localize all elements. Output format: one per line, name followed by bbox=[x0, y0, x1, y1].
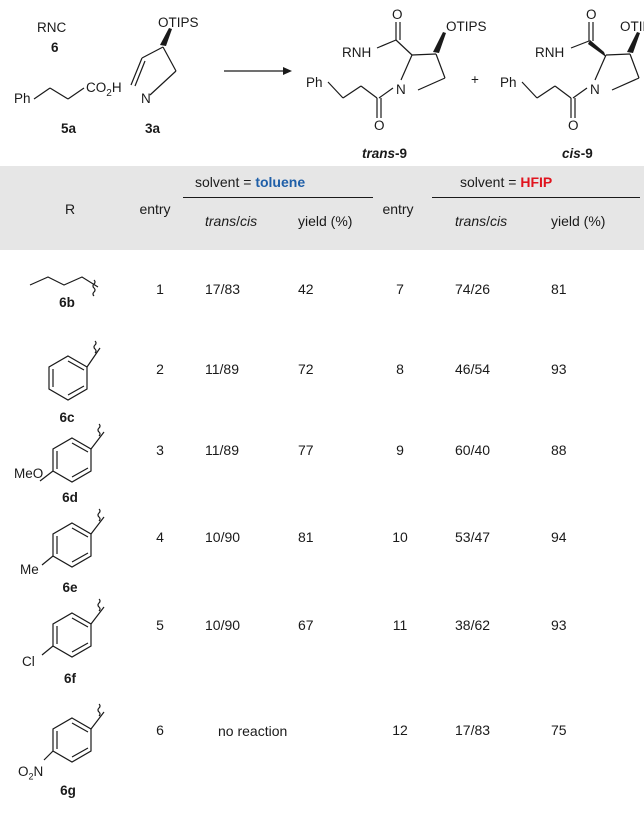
reaction-arrow bbox=[224, 67, 292, 75]
cis-o-top: O bbox=[586, 7, 597, 22]
header-rule-hfip bbox=[432, 197, 640, 198]
trans-rnh: RNH bbox=[342, 45, 371, 60]
cis-n: N bbox=[590, 82, 600, 97]
transcis-3: 11/89 bbox=[205, 442, 239, 458]
transcis-12: 17/83 bbox=[455, 722, 491, 738]
substituent-6d: MeO bbox=[14, 466, 44, 481]
entry-5: 5 bbox=[156, 617, 164, 633]
entry-10: 10 bbox=[392, 529, 408, 545]
reaction-scheme: RNC 6 Ph CO2H 5a OTIPS N 3a bbox=[14, 7, 644, 161]
trans-n: N bbox=[396, 82, 406, 97]
header-rule-toluene bbox=[183, 197, 373, 198]
plus-sign: + bbox=[471, 72, 479, 87]
cis-otips: OTIPS bbox=[620, 19, 644, 34]
trans-label: trans-9 bbox=[362, 146, 407, 161]
isocyanide-formula: RNC bbox=[37, 20, 66, 35]
structure-6b bbox=[29, 276, 99, 297]
acid-label: 5a bbox=[61, 121, 77, 136]
yield-11: 93 bbox=[551, 617, 567, 633]
entry-8: 8 bbox=[396, 361, 404, 377]
structure-6c bbox=[48, 340, 101, 401]
cis-product-structure bbox=[521, 22, 640, 118]
label-6f: 6f bbox=[63, 671, 76, 686]
transcis-11: 38/62 bbox=[455, 617, 491, 633]
transcis-4: 10/90 bbox=[205, 529, 241, 545]
cis-ph: Ph bbox=[500, 75, 517, 90]
no-reaction: no reaction bbox=[218, 723, 288, 739]
label-6d: 6d bbox=[62, 490, 78, 505]
label-6g: 6g bbox=[60, 783, 76, 798]
imine-n: N bbox=[141, 91, 151, 106]
imine-otips: OTIPS bbox=[158, 15, 199, 30]
yield-4: 81 bbox=[298, 529, 314, 545]
yield-12: 75 bbox=[551, 722, 567, 738]
structure-6d bbox=[39, 423, 105, 483]
transcis-10: 53/47 bbox=[455, 529, 491, 545]
entry-7: 7 bbox=[396, 281, 404, 297]
label-6e: 6e bbox=[62, 580, 78, 595]
imine-label: 3a bbox=[145, 121, 161, 136]
table-header: R entry solvent = toluene trans/cis yiel… bbox=[0, 166, 644, 250]
header-solvent-toluene: solvent = toluene bbox=[195, 174, 306, 190]
entry-4: 4 bbox=[156, 529, 164, 545]
yield-5: 67 bbox=[298, 617, 314, 633]
trans-product-structure bbox=[327, 22, 446, 118]
yield-7: 81 bbox=[551, 281, 567, 297]
acid-chain bbox=[33, 87, 85, 100]
yield-10: 94 bbox=[551, 529, 567, 545]
header-entry-hfip: entry bbox=[382, 201, 414, 217]
yield-9: 88 bbox=[551, 442, 567, 458]
label-6b: 6b bbox=[59, 295, 75, 310]
substituent-6g: O2N bbox=[18, 764, 44, 782]
trans-o-top: O bbox=[392, 7, 403, 22]
substituent-6e: Me bbox=[20, 562, 39, 577]
transcis-7: 74/26 bbox=[455, 281, 491, 297]
label-6c: 6c bbox=[59, 410, 75, 425]
cis-label: cis-9 bbox=[562, 146, 593, 161]
transcis-9: 60/40 bbox=[455, 442, 491, 458]
imine-structure bbox=[130, 28, 177, 96]
acid-ph: Ph bbox=[14, 91, 31, 106]
transcis-8: 46/54 bbox=[455, 361, 491, 377]
entry-3: 3 bbox=[156, 442, 164, 458]
structure-6e bbox=[41, 508, 105, 568]
structure-6f bbox=[41, 598, 105, 658]
yield-8: 93 bbox=[551, 361, 567, 377]
acid-co2h: CO2H bbox=[86, 80, 122, 99]
header-solvent-hfip: solvent = HFIP bbox=[460, 174, 553, 190]
entry-12: 12 bbox=[392, 722, 408, 738]
header-r: R bbox=[64, 201, 76, 217]
entry-6: 6 bbox=[156, 722, 164, 738]
transcis-2: 11/89 bbox=[205, 361, 239, 377]
cis-rnh: RNH bbox=[535, 45, 564, 60]
yield-3: 77 bbox=[298, 442, 314, 458]
structure-6g bbox=[43, 703, 105, 763]
trans-ph: Ph bbox=[306, 75, 323, 90]
header-transcis-hfip: trans/cis bbox=[455, 213, 508, 229]
yield-2: 72 bbox=[298, 361, 314, 377]
trans-o-bottom: O bbox=[374, 118, 385, 133]
yield-1: 42 bbox=[298, 281, 314, 297]
header-entry-toluene: entry bbox=[139, 201, 171, 217]
header-transcis-toluene: trans/cis bbox=[205, 213, 258, 229]
entry-1: 1 bbox=[156, 281, 164, 297]
entry-11: 11 bbox=[392, 617, 408, 633]
substituent-6f: Cl bbox=[22, 654, 35, 669]
entry-9: 9 bbox=[396, 442, 404, 458]
isocyanide-label: 6 bbox=[51, 40, 59, 55]
transcis-5: 10/90 bbox=[205, 617, 241, 633]
header-yield-toluene: yield (%) bbox=[298, 213, 353, 229]
entry-2: 2 bbox=[156, 361, 164, 377]
cis-o-bottom: O bbox=[568, 118, 579, 133]
trans-otips: OTIPS bbox=[446, 19, 487, 34]
header-yield-hfip: yield (%) bbox=[551, 213, 606, 229]
transcis-1: 17/83 bbox=[205, 281, 241, 297]
